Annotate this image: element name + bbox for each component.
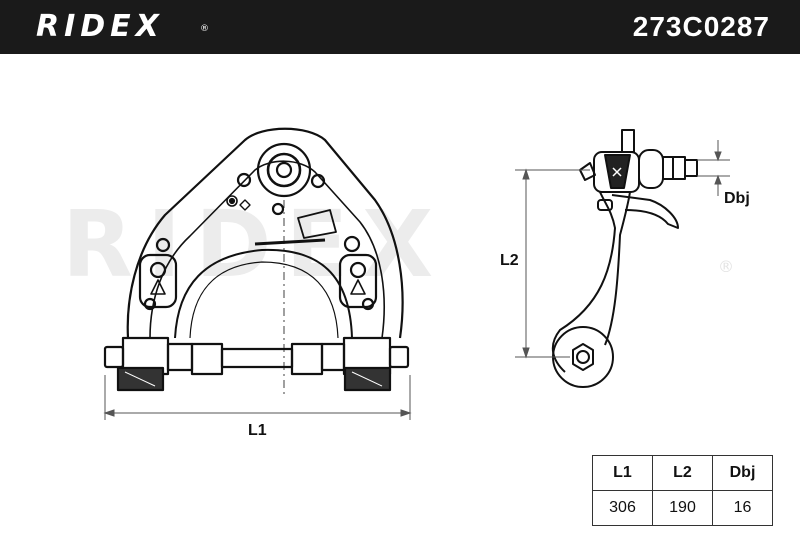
control-arm-front-view (103, 127, 410, 395)
watermark: RIDEX ® (62, 191, 734, 298)
table-header-row: L1 L2 Dbj (592, 455, 773, 491)
watermark-text: RIDEX (62, 191, 447, 298)
technical-drawing: RIDEX ® (62, 127, 750, 439)
header-l2: L2 (652, 455, 713, 491)
pivot-shaft (103, 336, 410, 392)
part-number: 273C0287 (632, 11, 770, 42)
value-l1: 306 (592, 490, 653, 526)
dimension-l2 (515, 168, 590, 359)
label-l2: L2 (500, 252, 519, 269)
header-dbj: Dbj (712, 455, 773, 491)
bump-stop-left (138, 253, 178, 311)
value-l2: 190 (652, 490, 713, 526)
control-arm-side-view (551, 129, 698, 388)
bump-stop-right (338, 253, 378, 311)
brand-registered-mark: ® (200, 24, 209, 34)
dimension-l1 (103, 375, 412, 420)
table-row: 306 190 16 (592, 490, 773, 526)
value-dbj: 16 (712, 490, 773, 526)
header-bar: RIDEX ® 273C0287 (0, 0, 800, 54)
header-l1: L1 (592, 455, 653, 491)
brand-logo: RIDEX (36, 9, 164, 44)
dimension-dbj (697, 140, 730, 196)
dimensions-table: L1 L2 Dbj 306 190 16 (592, 455, 773, 526)
watermark-mark: ® (718, 257, 734, 276)
label-l1: L1 (248, 422, 267, 439)
label-dbj: Dbj (724, 190, 750, 207)
